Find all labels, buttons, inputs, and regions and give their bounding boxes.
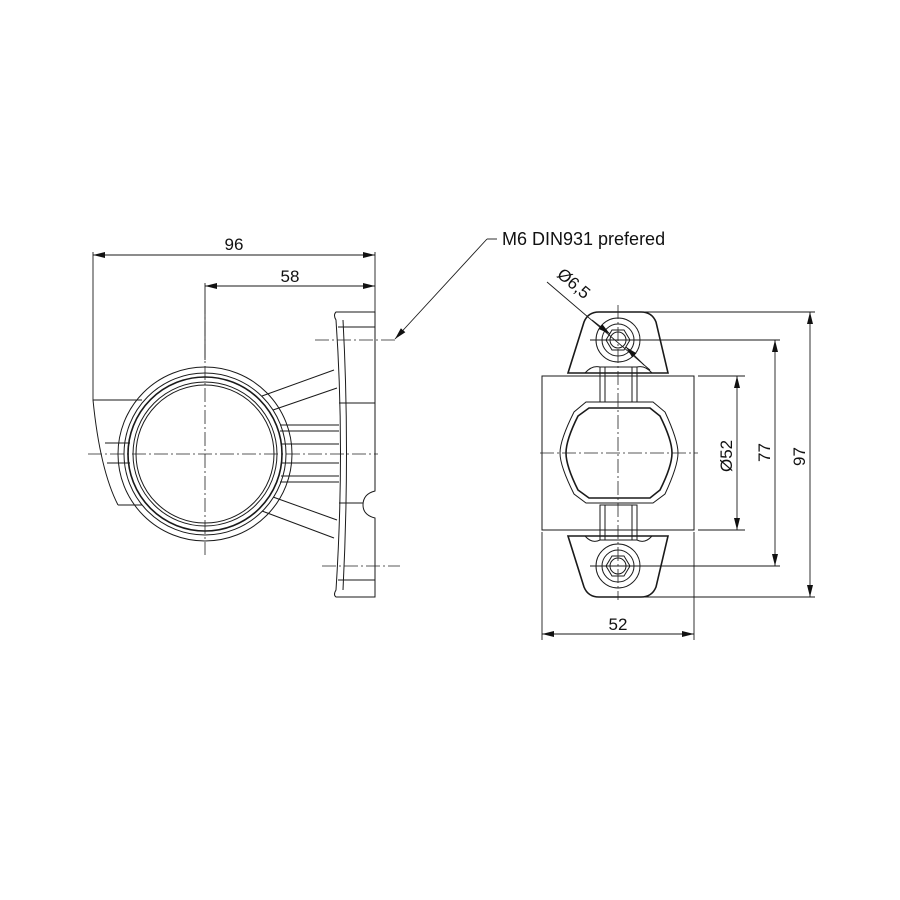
mounting-plate	[334, 311, 376, 598]
dimension-overall-height: 97	[630, 311, 815, 598]
dim-label-96: 96	[225, 235, 244, 254]
neck-ribs	[261, 369, 339, 539]
dim-label-hole-diameter: Ø6,5	[553, 265, 593, 303]
side-view: 96 58	[88, 235, 400, 598]
lamp-hood	[92, 399, 142, 506]
dim-label-lens-diameter: Ø52	[717, 440, 736, 472]
dimension-96: 96	[92, 235, 376, 400]
dim-label-58: 58	[281, 267, 300, 286]
dimension-58: 58	[204, 267, 375, 360]
dimension-body-width: 52	[541, 532, 695, 640]
note-leader: M6 DIN931 prefered	[394, 229, 665, 340]
lens-opening	[559, 401, 679, 504]
neck-bars	[584, 366, 653, 542]
dim-label-overall-height: 97	[790, 447, 809, 466]
dim-label-body-width: 52	[609, 615, 628, 634]
mounting-flange	[566, 311, 670, 374]
front-view: Ø6,5 Ø52 77 97 52	[540, 265, 815, 640]
dim-label-hole-spacing: 77	[755, 443, 774, 462]
bolt-note: M6 DIN931 prefered	[502, 229, 665, 249]
dimension-hole-spacing: 77	[755, 340, 778, 566]
dimension-lens-diameter: Ø52	[698, 375, 745, 531]
